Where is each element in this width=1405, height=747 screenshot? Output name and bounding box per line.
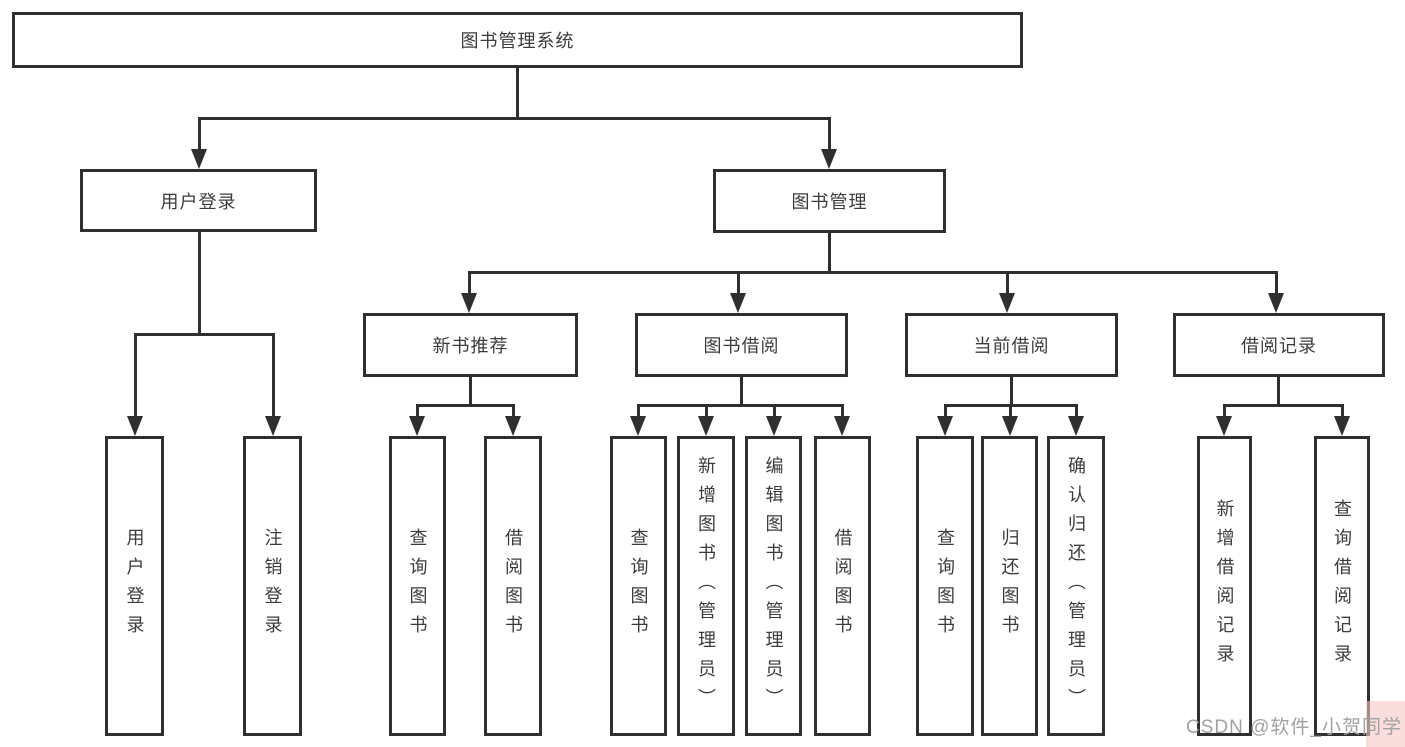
node-label: 查询图书 xyxy=(935,528,955,644)
connector-line xyxy=(134,333,275,336)
arrowhead-down-icon xyxy=(1268,293,1284,313)
connector-line xyxy=(198,117,201,151)
leaf-current-return-books: 归还图书 xyxy=(981,436,1038,736)
connector-line xyxy=(773,404,776,418)
node-label: 新增借阅记录 xyxy=(1214,499,1235,673)
connector-line xyxy=(740,377,743,407)
node-label: 编辑图书（管理员） xyxy=(763,455,784,717)
arrowhead-down-icon xyxy=(1334,416,1350,436)
leaf-records-query-record: 查询借阅记录 xyxy=(1314,436,1370,736)
node-label: 归还图书 xyxy=(999,528,1020,644)
arrowhead-down-icon xyxy=(766,416,782,436)
connector-line xyxy=(198,232,201,336)
connector-line xyxy=(516,68,519,118)
connector-line xyxy=(468,271,1278,274)
node-book-borrow: 图书借阅 xyxy=(635,313,848,377)
connector-line xyxy=(1341,404,1344,418)
arrowhead-down-icon xyxy=(730,293,746,313)
node-label: 确认归还（管理员） xyxy=(1066,455,1086,717)
connector-line xyxy=(469,377,472,407)
arrowhead-down-icon xyxy=(191,149,207,169)
connector-line xyxy=(416,404,515,407)
arrowhead-down-icon xyxy=(698,416,714,436)
node-label: 图书借阅 xyxy=(703,336,780,356)
leaf-current-confirm-return-admin: 确认归还（管理员） xyxy=(1047,436,1105,736)
node-label: 查询图书 xyxy=(628,528,649,644)
node-label: 查询借阅记录 xyxy=(1332,499,1352,673)
connector-line xyxy=(944,404,947,418)
node-label: 查询图书 xyxy=(407,528,428,644)
node-label: 借阅记录 xyxy=(1241,336,1317,356)
connector-line xyxy=(828,233,831,273)
connector-line xyxy=(1223,404,1344,407)
arrowhead-down-icon xyxy=(630,416,646,436)
connector-line xyxy=(737,271,740,295)
connector-line xyxy=(1006,271,1009,295)
connector-line xyxy=(416,404,419,418)
node-label: 借阅图书 xyxy=(503,528,523,644)
arrowhead-down-icon xyxy=(409,416,425,436)
watermark-accent xyxy=(1366,701,1405,747)
node-label: 借阅图书 xyxy=(832,528,853,644)
connector-line xyxy=(828,117,831,151)
connector-line xyxy=(1275,271,1278,295)
node-new-book-recommend: 新书推荐 xyxy=(363,313,578,377)
node-label: 注销登录 xyxy=(262,528,283,644)
node-label: 新增图书（管理员） xyxy=(696,455,716,717)
leaf-newbook-borrow-books: 借阅图书 xyxy=(484,436,542,736)
connector-line xyxy=(272,333,275,419)
node-label: 新书推荐 xyxy=(432,336,509,356)
leaf-records-add-record: 新增借阅记录 xyxy=(1197,436,1252,736)
node-label: 用户登录 xyxy=(160,191,237,212)
connector-line xyxy=(1075,404,1078,418)
connector-line xyxy=(1223,404,1226,418)
leaf-logout: 注销登录 xyxy=(243,436,302,736)
connector-line xyxy=(1009,404,1012,418)
leaf-newbook-query-books: 查询图书 xyxy=(389,436,446,736)
arrowhead-down-icon xyxy=(505,416,521,436)
arrowhead-down-icon xyxy=(999,293,1015,313)
arrowhead-down-icon xyxy=(265,416,281,436)
arrowhead-down-icon xyxy=(1216,416,1232,436)
node-label: 图书管理系统 xyxy=(460,31,575,51)
connector-line xyxy=(1277,377,1280,407)
leaf-borrow-borrow-books: 借阅图书 xyxy=(814,436,871,736)
node-label: 图书管理 xyxy=(791,192,868,212)
connector-line xyxy=(512,404,515,418)
connector-line xyxy=(1010,377,1013,407)
arrowhead-down-icon xyxy=(937,416,953,436)
connector-line xyxy=(705,404,708,418)
arrowhead-down-icon xyxy=(821,149,837,169)
connector-line xyxy=(198,117,831,120)
arrowhead-down-icon xyxy=(127,416,143,436)
connector-line xyxy=(468,271,471,295)
leaf-borrow-add-books-admin: 新增图书（管理员） xyxy=(677,436,735,736)
leaf-user-login: 用户登录 xyxy=(105,436,164,736)
connector-line xyxy=(637,404,844,407)
node-label: 当前借阅 xyxy=(973,336,1050,356)
csdn-watermark: CSDN @软件_小贺同学 xyxy=(1186,717,1402,738)
node-book-management: 图书管理 xyxy=(713,169,946,233)
arrowhead-down-icon xyxy=(1002,416,1018,436)
connector-line xyxy=(841,404,844,418)
arrowhead-down-icon xyxy=(834,416,850,436)
node-library-management-system: 图书管理系统 xyxy=(12,12,1023,68)
leaf-borrow-edit-books-admin: 编辑图书（管理员） xyxy=(745,436,802,736)
arrowhead-down-icon xyxy=(1068,416,1084,436)
node-current-borrow: 当前借阅 xyxy=(905,313,1118,377)
arrowhead-down-icon xyxy=(461,293,477,313)
node-label: 用户登录 xyxy=(124,528,145,644)
leaf-current-query-books: 查询图书 xyxy=(916,436,974,736)
leaf-borrow-query-books: 查询图书 xyxy=(610,436,667,736)
node-user-login: 用户登录 xyxy=(80,169,317,232)
node-borrow-records: 借阅记录 xyxy=(1173,313,1385,377)
connector-line xyxy=(134,333,137,419)
connector-line xyxy=(637,404,640,418)
